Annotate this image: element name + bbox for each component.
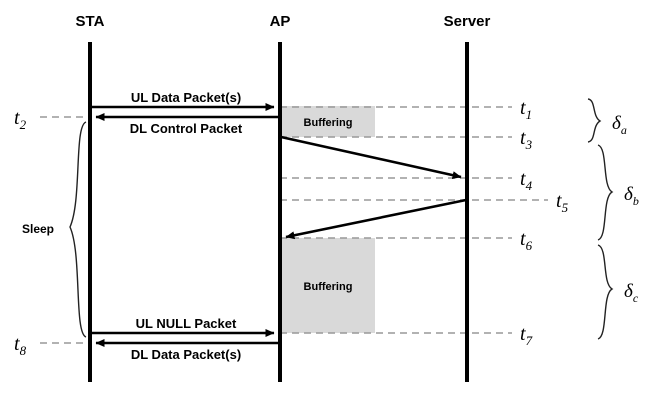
buffering-block-1 (280, 106, 375, 137)
message-labels: UL Data Packet(s) DL Control Packet UL N… (130, 90, 243, 362)
message-arrows (92, 103, 467, 347)
brace-sleep (69, 121, 87, 338)
time-marker-labels: t1 t2 t3 t4 t5 t6 t7 t8 (14, 97, 569, 358)
brace-delta-a (587, 98, 602, 143)
lifeline-titles: STA AP Server (76, 13, 491, 30)
message-label-dl-control-packet: DL Control Packet (130, 121, 243, 136)
message-label-ul-data-packets: UL Data Packet(s) (131, 90, 241, 105)
time-label-t8: t8 (14, 333, 27, 358)
time-label-t5: t5 (556, 190, 569, 215)
message-label-ul-null-packet: UL NULL Packet (136, 316, 237, 331)
time-label-t1: t1 (520, 97, 532, 122)
delta-label-a: δa (612, 113, 627, 137)
buffering-labels: Buffering Buffering (304, 117, 353, 293)
brace-delta-c (597, 244, 614, 340)
time-label-t2: t2 (14, 107, 27, 132)
sleep-annotation: Sleep (22, 121, 87, 338)
time-label-t4: t4 (520, 168, 533, 193)
lifelines (88, 42, 469, 382)
time-label-t7: t7 (520, 323, 533, 348)
delta-label-c: δc (624, 281, 639, 305)
message-label-dl-data-packets: DL Data Packet(s) (131, 347, 241, 362)
delta-label-b: δb (624, 184, 639, 208)
lifeline-title-sta: STA (76, 13, 105, 30)
buffering-label-1: Buffering (304, 117, 353, 129)
lifeline-title-ap: AP (270, 13, 291, 30)
buffering-label-2: Buffering (304, 281, 353, 293)
arrow-server-to-ap (285, 198, 467, 240)
buffering-block-2 (280, 238, 375, 333)
arrow-ap-to-server (280, 135, 462, 180)
time-label-t3: t3 (520, 127, 533, 152)
brace-delta-b (597, 144, 614, 241)
time-label-t6: t6 (520, 228, 533, 253)
lifeline-title-server: Server (444, 13, 491, 30)
time-reference-lines (40, 106, 548, 344)
sleep-label: Sleep (22, 222, 54, 236)
buffering-blocks (280, 106, 375, 333)
delta-braces: δa δb δc (587, 98, 639, 340)
